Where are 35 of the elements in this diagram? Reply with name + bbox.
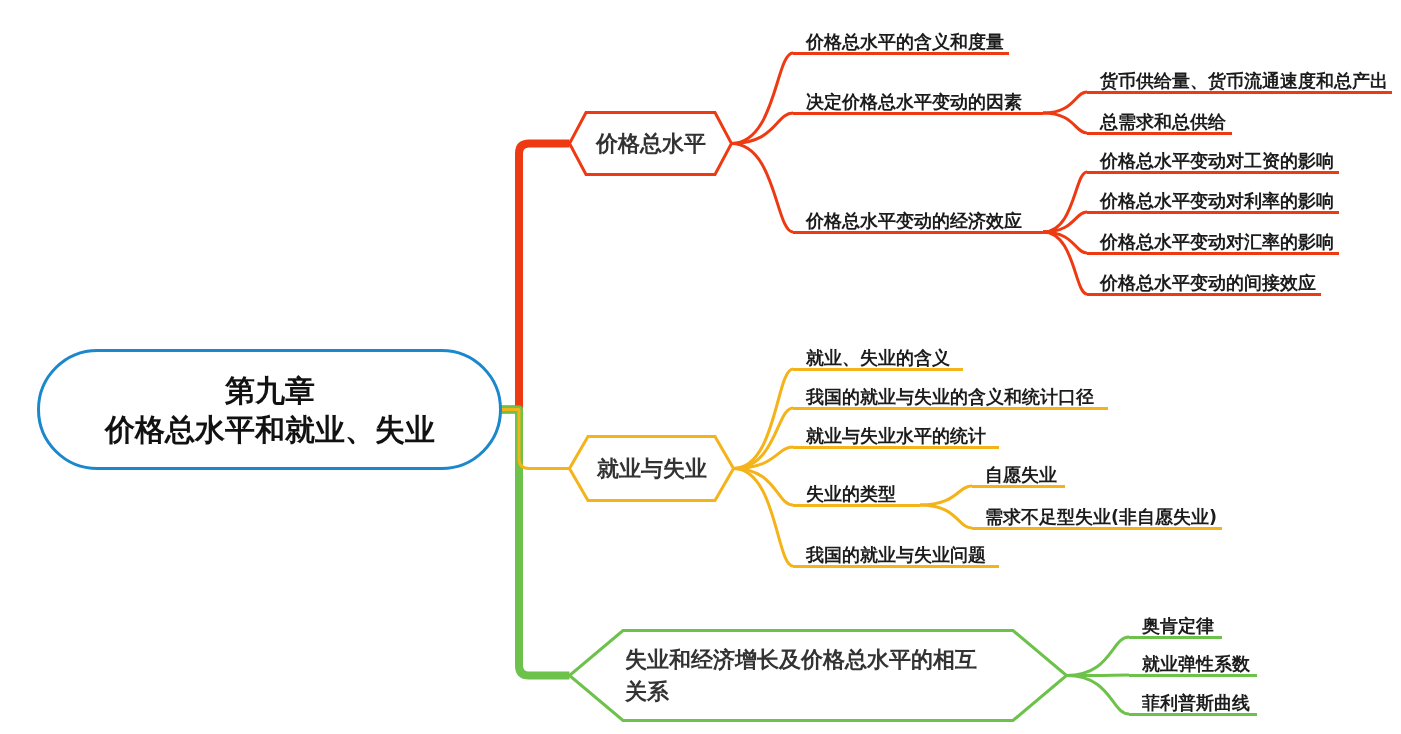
subtopic-label: 价格总水平的含义和度量 (793, 30, 1009, 55)
subtopic-label: 价格总水平变动对汇率的影响 (1087, 230, 1339, 255)
subtopic-label: 价格总水平变动对利率的影响 (1087, 189, 1339, 214)
subtopic-label: 需求不足型失业(非自愿失业) (972, 505, 1222, 530)
subtopic-label: 菲利普斯曲线 (1129, 691, 1257, 716)
branch-line (731, 142, 794, 234)
subtopic-label: 货币供给量、货币流通速度和总产出 (1087, 69, 1392, 94)
branch-line (1042, 111, 1088, 135)
subtopic-label: 就业与失业水平的统计 (793, 424, 999, 449)
branch-line (1042, 90, 1088, 115)
subtopic-label: 总需求和总供给 (1087, 110, 1232, 135)
branch-line (1042, 210, 1088, 234)
subtopic-label: 价格总水平变动的间接效应 (1087, 271, 1321, 296)
subtopic-label: 自愿失业 (972, 463, 1065, 488)
branch-line (1042, 230, 1088, 296)
subtopic-label: 价格总水平变动的经济效应 (793, 209, 1043, 234)
branch-line (919, 503, 973, 530)
subtopic-label: 决定价格总水平变动的因素 (793, 90, 1043, 115)
subtopic-label: 我国的就业与失业的含义和统计口径 (793, 385, 1108, 410)
chapter-number: 第九章 (224, 371, 315, 410)
branch-line (919, 484, 973, 507)
topic-hexagon: 就业与失业 (568, 435, 735, 502)
subtopic-label: 我国的就业与失业问题 (793, 543, 999, 568)
subtopic-label: 奥肯定律 (1129, 614, 1222, 639)
topic-hexagon: 失业和经济增长及价格总水平的相互关系 (568, 629, 1068, 722)
branch-line (1066, 674, 1130, 716)
trunk-line (500, 405, 570, 680)
topic-hexagon: 价格总水平 (568, 111, 733, 176)
subtopic-label: 失业的类型 (793, 482, 920, 507)
subtopic-label: 就业、失业的含义 (793, 346, 963, 371)
branch-line (733, 467, 794, 568)
chapter-title: 价格总水平和就业、失业 (104, 410, 435, 449)
subtopic-label: 价格总水平变动对工资的影响 (1087, 149, 1339, 174)
branch-line (500, 408, 570, 470)
subtopic-label: 就业弹性系数 (1129, 652, 1257, 677)
